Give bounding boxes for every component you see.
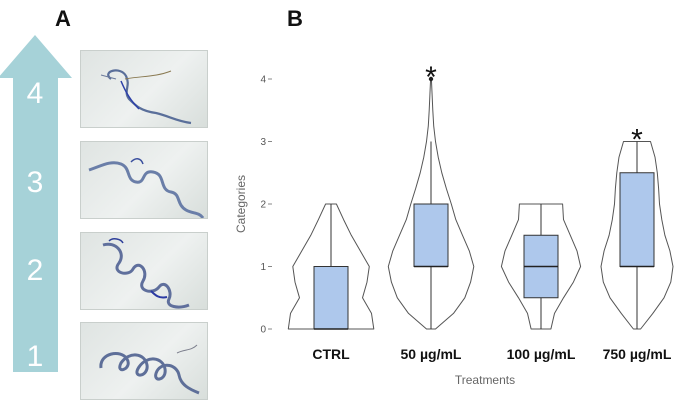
- y-tick-label: 3: [260, 137, 266, 148]
- x-category-label: 750 µg/mL: [603, 346, 672, 362]
- x-category-label: 50 µg/mL: [401, 346, 462, 362]
- x-category-label: CTRL: [312, 346, 350, 362]
- outlier-point: [428, 76, 434, 82]
- panel-b-label: B: [287, 6, 303, 31]
- violin-box-chart: Categories Treatments 0 1 2 3 4 CTRL 50 µg/mL…: [234, 61, 674, 387]
- box-iqr: [313, 266, 349, 330]
- larva-photo-category-3: [80, 141, 208, 219]
- category-scale-arrow: 4 3 2 1: [0, 35, 72, 373]
- significance-star: *: [631, 124, 643, 157]
- y-tick-label: 2: [260, 200, 266, 211]
- arrow-shape: [0, 35, 72, 372]
- box-iqr: [619, 172, 655, 267]
- arrow-label-4: 4: [27, 77, 44, 110]
- x-axis-title: Treatments: [455, 373, 515, 387]
- y-tick-label: 0: [260, 325, 266, 336]
- arrow-label-1: 1: [27, 340, 44, 373]
- arrow-label-2: 2: [27, 254, 44, 287]
- x-category-label: 100 µg/mL: [507, 346, 576, 362]
- box-iqr: [413, 203, 449, 267]
- significance-star: *: [425, 61, 437, 94]
- y-axis-title: Categories: [234, 175, 248, 233]
- arrow-label-3: 3: [27, 166, 44, 199]
- larva-photo-category-1: [80, 322, 208, 400]
- y-tick-label: 4: [260, 75, 266, 86]
- y-tick-label: 1: [260, 262, 266, 273]
- panel-a-label: A: [55, 6, 71, 31]
- larva-photo-category-4: [80, 50, 208, 128]
- larva-photo-category-2: [80, 232, 208, 310]
